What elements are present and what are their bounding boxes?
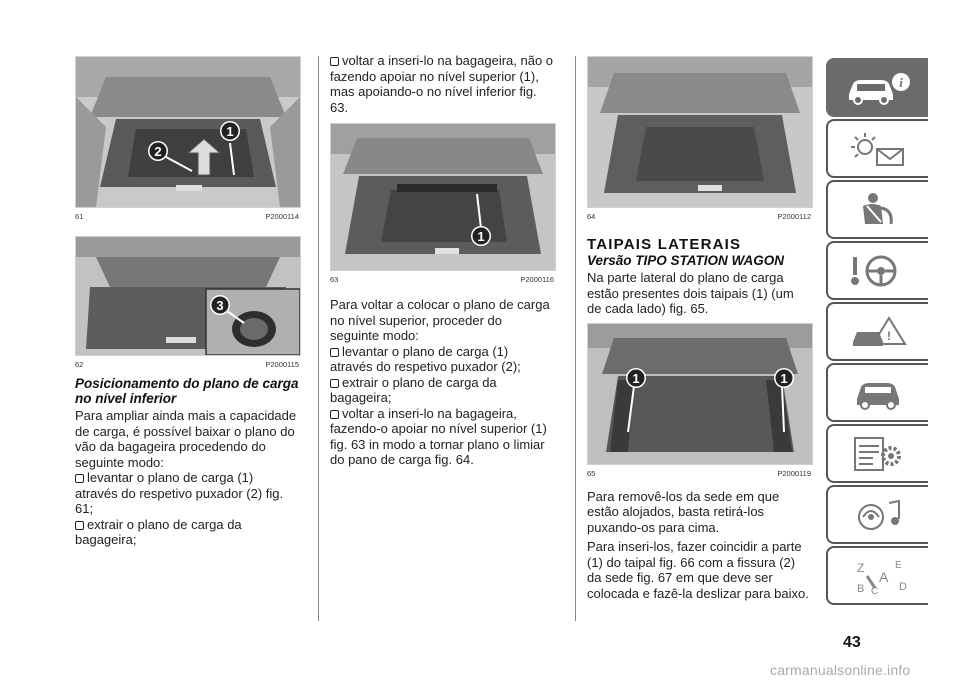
figure-64-caption: 64 P2000112	[587, 212, 811, 224]
car-maintenance-icon	[857, 382, 899, 410]
breakdown-warning-icon: !	[853, 315, 907, 346]
section-title: TAIPAIS LATERAIS	[587, 236, 742, 253]
tab-emergency[interactable]: !	[826, 302, 928, 361]
figure-61-caption: 61 P2000114	[75, 212, 299, 224]
figure-61-photo: 1 2	[75, 56, 301, 208]
figure-63-photo: 1	[330, 123, 556, 271]
figure-65-photo: 1 1	[587, 322, 813, 465]
figure-number: 65	[587, 468, 596, 478]
callout-1: 1	[780, 371, 787, 386]
list-item: voltar a inseri-lo na bagageira, fazendo…	[330, 405, 547, 467]
checkbox-bullet-icon	[330, 409, 339, 419]
section-heading: Posicionamento do plano de carga no níve…	[75, 376, 299, 406]
checkbox-bullet-icon	[330, 347, 339, 357]
steering-key-icon	[851, 255, 897, 286]
car-info-icon: i	[849, 72, 910, 105]
figure-number: 63	[330, 275, 339, 284]
figure-63-caption: 63 P2000116	[330, 275, 554, 287]
figure-number: 62	[75, 360, 84, 369]
svg-text:Z: Z	[857, 561, 864, 575]
figure-62-photo: 3	[75, 236, 301, 356]
alphabet-index-icon: Z E A B C D	[857, 560, 907, 597]
tab-multimedia[interactable]	[826, 485, 928, 544]
list-item: levantar o plano de carga (1) através do…	[330, 343, 521, 374]
checkbox-bullet-icon	[75, 474, 84, 483]
svg-text:!: !	[887, 329, 891, 343]
body-paragraph: Na parte lateral do plano de carga estão…	[587, 270, 794, 316]
column-1: 1 2 61 P2000114 3 62 P2000115 Posicion	[75, 56, 301, 548]
callout-1: 1	[632, 371, 639, 386]
tab-warning-lights[interactable]	[826, 119, 928, 178]
body-paragraph: Para inseri-los, fazer coincidir a parte…	[587, 539, 809, 601]
list-item: extrair o plano de carga da bagageira;	[75, 516, 242, 547]
figure-65-caption: 65 P2000119	[587, 469, 811, 481]
figure-62-caption: 62 P2000115	[75, 360, 299, 372]
figure-number: 61	[75, 212, 84, 221]
warning-lights-icon	[851, 132, 904, 166]
column-divider	[575, 56, 576, 621]
checkbox-bullet-icon	[75, 520, 84, 530]
column-2: voltar a inseri-lo na bagageira, não o f…	[330, 53, 556, 468]
page-number: 43	[843, 634, 861, 651]
callout-1: 1	[477, 229, 484, 244]
figure-code: P2000116	[520, 275, 554, 284]
figure-code: P2000115	[265, 360, 299, 369]
callout-2: 2	[154, 144, 161, 159]
callout-3: 3	[216, 298, 223, 313]
svg-text:A: A	[879, 569, 889, 585]
tab-safety[interactable]	[826, 180, 928, 239]
svg-text:D: D	[899, 581, 907, 593]
section-subtitle: Versão TIPO STATION WAGON	[587, 253, 785, 268]
checkbox-bullet-icon	[330, 57, 339, 66]
tab-technical-data[interactable]	[826, 424, 928, 483]
tab-starting-driving[interactable]	[826, 241, 928, 300]
multimedia-icon	[858, 499, 900, 530]
body-paragraph: Para removê-los da sede em que estão alo…	[587, 488, 780, 535]
watermark: carmanualsonline.info	[770, 662, 911, 678]
checkbox-bullet-icon	[330, 378, 339, 388]
figure-code: P2000112	[777, 212, 811, 221]
svg-text:i: i	[899, 75, 903, 90]
tab-maintenance[interactable]	[826, 363, 928, 422]
list-item: extrair o plano de carga da bagageira;	[330, 374, 497, 405]
callout-1: 1	[226, 124, 233, 139]
svg-text:E: E	[895, 560, 902, 571]
figure-code: P2000119	[777, 468, 811, 478]
body-paragraph: Para ampliar ainda mais a capacidade de …	[75, 408, 297, 470]
specs-gear-icon	[854, 436, 901, 471]
seat-safety-icon	[863, 192, 893, 224]
figure-64-photo	[587, 56, 813, 208]
column-3: 64 P2000112 TAIPAIS LATERAIS Versão TIPO…	[587, 56, 813, 601]
svg-text:C: C	[871, 586, 878, 597]
list-item: levantar o plano de carga (1) através do…	[75, 470, 284, 516]
body-paragraph: Para voltar a colocar o plano de carga n…	[330, 297, 550, 343]
list-item: voltar a inseri-lo na bagageira, não o f…	[330, 53, 554, 115]
figure-number: 64	[587, 212, 596, 221]
figure-code: P2000114	[265, 212, 299, 221]
tab-vehicle-info[interactable]: i	[826, 58, 928, 117]
svg-text:B: B	[857, 583, 864, 595]
tab-index[interactable]: Z E A B C D	[826, 546, 928, 605]
chapter-tabs: i !	[826, 58, 928, 607]
column-divider	[318, 56, 319, 621]
